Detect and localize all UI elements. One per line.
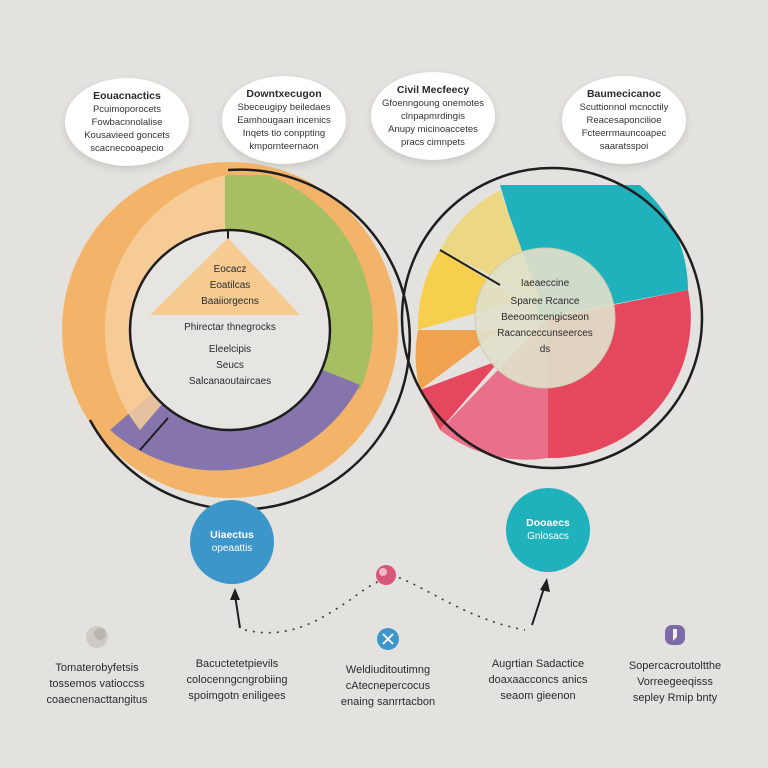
column-line: cAtecnepercocus <box>345 680 431 692</box>
bottom-column-4: Augrtian Sadactice doaxaacconcs anics se… <box>463 656 613 704</box>
arrow-right <box>531 584 546 626</box>
ring-segment-yellow <box>417 250 520 330</box>
bubble-line: Fcteerrmauncoapec <box>581 127 667 139</box>
center-label: Salcanaoutaircaes <box>188 376 272 387</box>
bubble-line: Eamhougaan incenics <box>237 114 331 126</box>
divider-line <box>139 417 169 451</box>
pink-marker-icon <box>376 565 396 585</box>
triangle-label: Eoatilcas <box>209 280 251 291</box>
bubble-line: Pcuimoporocets <box>92 103 162 115</box>
center-label: Beeoomcengicseon <box>501 312 589 323</box>
left-ring-center-text: Phirectar thnegrocks Eleelcipis Seucs Sa… <box>150 320 310 390</box>
column-line: enaing sanrrtacbon <box>340 696 436 708</box>
circle-title: Dooaecs <box>526 517 570 529</box>
ring-outer-outline <box>400 166 704 470</box>
bottom-column-3: Weldiuditoutimng cAtecnepercocus enaing … <box>313 626 463 710</box>
circle-subtitle: opeaattis <box>211 543 253 554</box>
ring-inner-disc <box>475 248 615 388</box>
bottom-column-5: Sopercacroutoltthe Vorreegeeqisss sepley… <box>600 622 750 706</box>
center-label: Racanceccunseerces <box>497 328 593 339</box>
center-label: Sparee Rcance <box>510 296 580 307</box>
teal-circle: Dooaecs Gnlosacs <box>506 488 590 572</box>
ring-segment-orange <box>415 330 500 390</box>
circle-title: Uiaectus <box>210 529 254 541</box>
ring-inner-outline <box>128 228 332 432</box>
bottom-column-2: Bacuctetetpievils colocenngcngrobiing sp… <box>162 656 312 704</box>
blue-circle: Uiaectus opeaattis <box>190 500 274 584</box>
column-line: sepley Rmip bnty <box>632 692 718 704</box>
column-line: Sopercacroutoltthe <box>628 660 722 672</box>
column-line: spoimgotn eniligees <box>188 690 286 702</box>
speech-bubble-1: Eouacnactics Pcuimoporocets Fowbacnnolal… <box>65 78 189 166</box>
column-line: doaxaacconcs anics <box>488 674 588 686</box>
circle-subtitle: Gnlosacs <box>527 531 569 542</box>
column-line: Vorreegeeqisss <box>637 676 713 688</box>
triangle-shape <box>150 238 300 315</box>
bubble-line: Anupy micinoaccetes <box>388 123 478 135</box>
bubble-line: clnpapmrdingis <box>401 110 465 122</box>
bubble-title: Eouacnactics <box>93 89 161 102</box>
arrow-left <box>234 594 241 629</box>
bubble-line: scacnecooapecio <box>90 142 164 154</box>
left-ring-labels: Eocacz Eoatilcas Baaiiorgecns <box>150 262 310 310</box>
right-ring-center-text: Iaeaeccine Sparee Rcance Beeoomcengicseo… <box>480 276 610 358</box>
bubble-line: Inqets tio conppting <box>242 127 326 139</box>
bubble-line: Gfoenngoung onemotes <box>382 97 484 109</box>
speech-bubble-3: Civil Mecfeecy Gfoenngoung onemotes clnp… <box>371 72 495 160</box>
bookmark-icon <box>665 625 685 645</box>
speech-cloud-icon <box>86 626 108 648</box>
ring-segment-red-small <box>420 360 500 430</box>
right-ring <box>400 166 704 470</box>
bubble-title: Civil Mecfeecy <box>396 83 470 96</box>
bubble-line: Sbeceugipy beiledaes <box>237 101 331 113</box>
pink-marker-highlight <box>379 568 387 576</box>
column-line: Weldiuditoutimng <box>345 664 431 676</box>
bubble-line: Reacesaponcilioe <box>586 114 662 126</box>
column-line: colocenngcngrobiing <box>186 674 288 686</box>
left-ring <box>62 162 412 511</box>
bubble-line: Fowbacnnolalise <box>91 116 163 128</box>
bubble-line: pracs cimnpets <box>401 136 465 148</box>
center-label: Seucs <box>216 360 244 371</box>
bubble-title: Baumecicanoc <box>586 87 662 100</box>
divider-line <box>439 249 501 286</box>
ring-outer-outline <box>88 168 412 511</box>
dotted-connector <box>244 576 526 634</box>
bottom-column-1: Tomaterobyfetsis tossemos vatioccss coae… <box>22 624 172 708</box>
center-label: ds <box>539 344 551 355</box>
column-line: Tomaterobyfetsis <box>55 662 139 674</box>
column-line: Bacuctetetpievils <box>195 658 279 670</box>
speech-bubble-2: Downtxecugon Sbeceugipy beiledaes Eamhou… <box>222 76 346 164</box>
triangle-label: Baaiiorgecns <box>201 296 259 307</box>
ring-inner-disc <box>130 230 330 430</box>
dna-icon <box>377 628 399 650</box>
speech-bubble-4: Baumecicanoc Scuttionnol mcncctily Reace… <box>562 76 686 164</box>
bubble-line: kmpornteernaon <box>249 140 319 152</box>
center-label: Iaeaeccine <box>520 278 570 289</box>
bubble-line: Kousavieed goncets <box>84 129 170 141</box>
bubble-title: Downtxecugon <box>246 87 322 100</box>
center-label: Eleelcipis <box>208 344 252 355</box>
column-line: seaom gieenon <box>500 690 576 702</box>
arrow-right-head <box>540 578 550 592</box>
arrow-left-head <box>230 588 240 600</box>
bubble-line: Scuttionnol mcncctily <box>579 101 669 113</box>
triangle-label: Eocacz <box>213 264 247 275</box>
column-line: Augrtian Sadactice <box>491 658 585 670</box>
column-line: coaecnenacttangitus <box>46 694 148 706</box>
column-line: tossemos vatioccss <box>49 678 145 690</box>
bubble-line: saaratsspoi <box>599 140 649 152</box>
center-label: Phirectar thnegrocks <box>184 322 276 333</box>
ring-inner-outline <box>474 247 616 389</box>
